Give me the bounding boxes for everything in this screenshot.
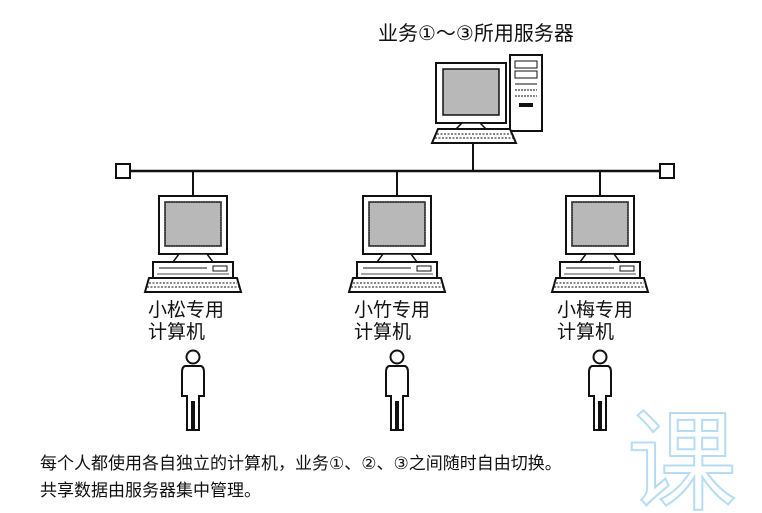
user-figure-1 — [181, 349, 205, 431]
workstation-computer-2 — [348, 195, 446, 293]
workstation-label-2: 小竹专用 计算机 — [354, 299, 430, 344]
workstation-computer-1 — [144, 195, 242, 293]
workstation-label-2-line1: 小竹专用 — [354, 299, 431, 321]
bus-terminator-right — [659, 163, 675, 179]
server-label: 业务①～③所用服务器 — [378, 21, 574, 45]
workstation-label-2-line2: 计算机 — [354, 321, 412, 344]
workstation-label-1-line2: 计算机 — [148, 321, 206, 344]
caption-line-2: 共享数据由服务器集中管理。 — [40, 481, 261, 501]
workstation-label-3-line1: 小梅专用 — [557, 299, 634, 321]
user-figure-3 — [588, 349, 612, 431]
bus-terminator-left — [115, 163, 131, 179]
workstation-label-1-line1: 小松专用 — [148, 299, 225, 321]
workstation-label-3-line2: 计算机 — [557, 321, 615, 344]
user-figure-2 — [385, 349, 409, 431]
caption-line-1: 每个人都使用各自独立的计算机，业务①、②、③之间随时自由切换。 — [40, 454, 562, 474]
workstation-label-3: 小梅专用 计算机 — [557, 299, 633, 344]
server-computer — [430, 54, 543, 144]
workstation-label-1: 小松专用 计算机 — [148, 299, 224, 344]
workstation-computer-3 — [551, 195, 649, 293]
